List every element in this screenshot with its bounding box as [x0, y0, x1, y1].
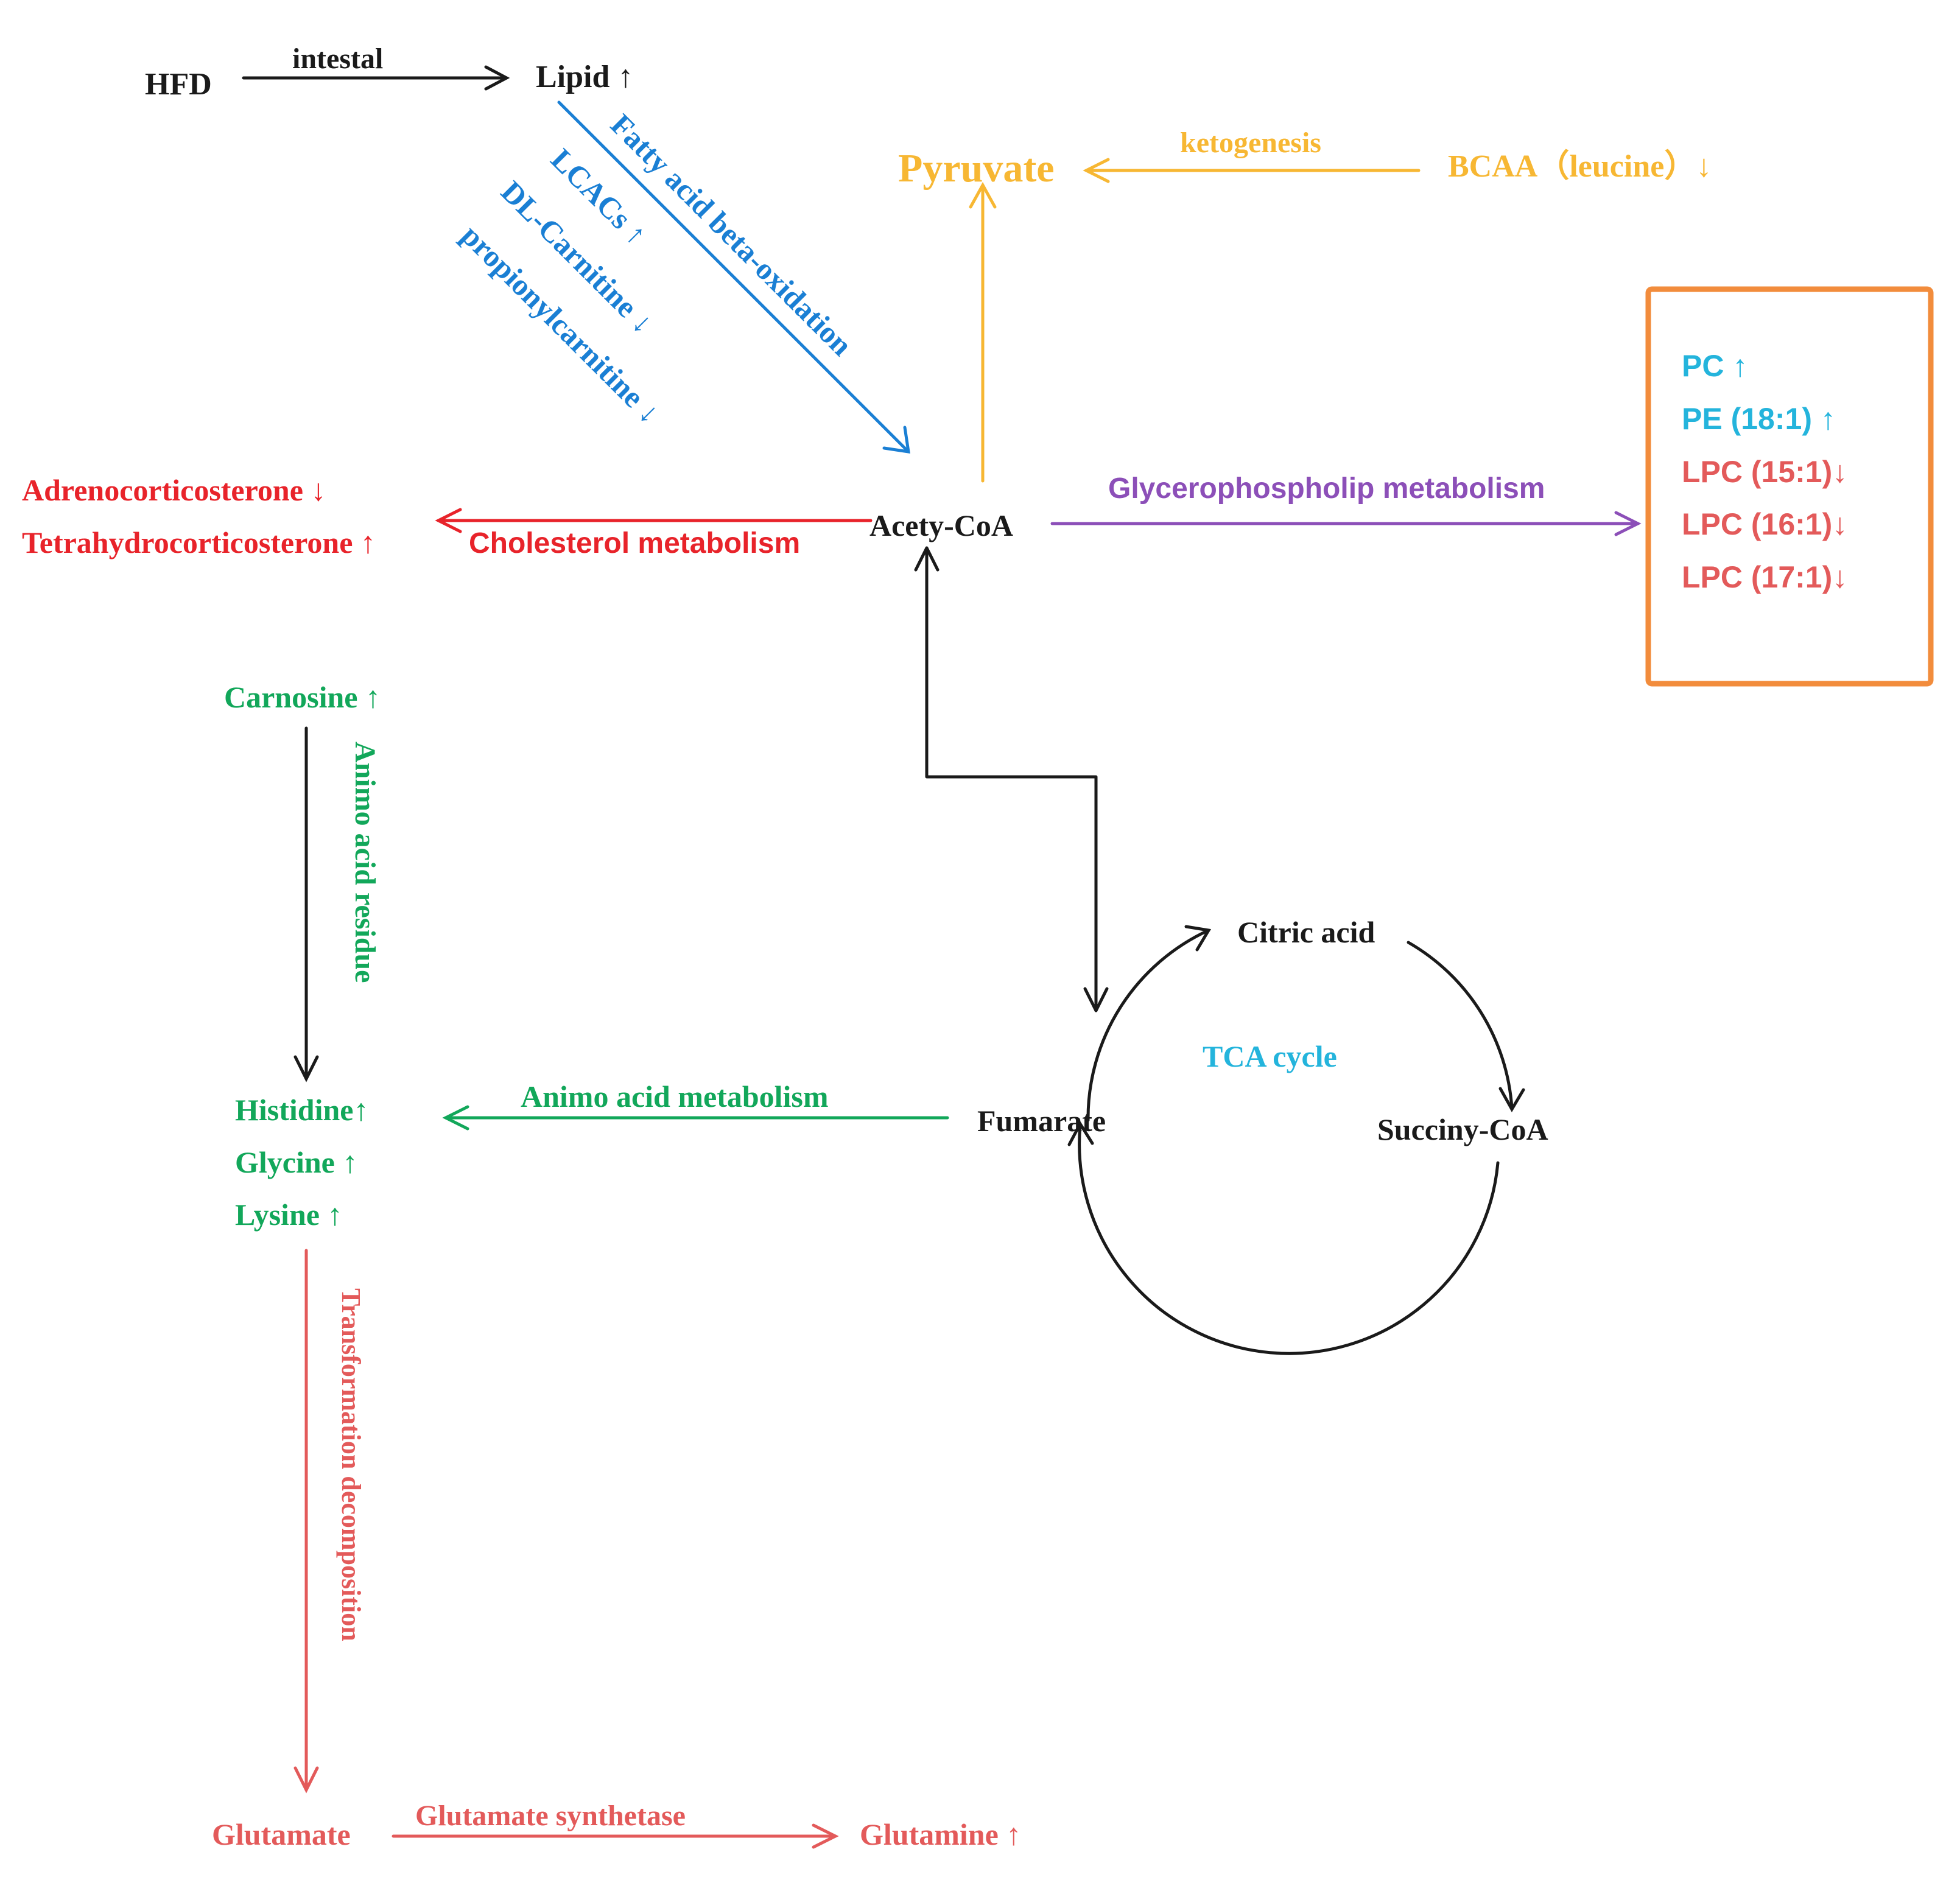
box-item-lpc-17: LPC (17:1)↓ — [1682, 560, 1847, 594]
node-histidine: Histidine↑ — [235, 1093, 368, 1127]
edge-label-intestal: intestal — [292, 43, 383, 75]
node-glycine: Glycine ↑ — [235, 1145, 357, 1179]
edge-label-cholesterol: Cholesterol metabolism — [469, 527, 800, 559]
node-tetrahydrocorticosterone: Tetrahydrocorticosterone ↑ — [22, 525, 376, 559]
box-item-lpc-16: LPC (16:1)↓ — [1682, 507, 1847, 541]
node-bcaa: BCAA（leucine）↓ — [1448, 149, 1712, 184]
arrow-ketogenesis — [1083, 158, 1421, 183]
node-citric-acid: Citric acid — [1237, 915, 1375, 949]
node-lysine: Lysine ↑ — [235, 1198, 342, 1232]
box-item-pc: PC ↑ — [1682, 349, 1747, 383]
arrow-amino-acid-metabolism — [442, 1105, 949, 1131]
lipid-metabolite-box — [1645, 286, 1934, 687]
node-succinyl-coa: Succiny-CoA — [1377, 1112, 1548, 1146]
node-glutamine: Glutamine ↑ — [860, 1817, 1021, 1851]
node-carnosine: Carnosine ↑ — [224, 680, 381, 714]
arrow-beta-oxidation — [557, 100, 910, 454]
node-tca-cycle: TCA cycle — [1203, 1039, 1337, 1073]
node-adrenocorticosterone: Adrenocorticosterone ↓ — [22, 473, 326, 507]
edge-label-animo-acid-residue: Animo acid residue — [349, 742, 381, 983]
node-pyruvate: Pyruvate — [898, 146, 1055, 191]
edge-label-transformation: Transformation decomposition — [336, 1288, 366, 1641]
arrow-cholesterol — [435, 508, 873, 533]
node-fumarate: Fumarate — [977, 1104, 1106, 1138]
box-item-lpc-15: LPC (15:1)↓ — [1682, 455, 1847, 489]
node-glutamate: Glutamate — [212, 1817, 351, 1851]
arrow-transformation — [293, 1249, 319, 1794]
edge-label-glutamate-synthetase: Glutamate synthetase — [415, 1800, 686, 1832]
arrow-acetylcoa-to-pyruvate — [969, 181, 997, 483]
edge-label-animo-acid-metabolism: Animo acid metabolism — [521, 1079, 829, 1114]
arrow-hfd-to-lipid — [242, 65, 510, 91]
arrow-glutamate-synthetase — [392, 1823, 839, 1849]
node-lipid: Lipid ↑ — [536, 60, 633, 94]
arrow-acetylcoa-fumarate — [914, 546, 1109, 1012]
node-acetyl-coa: Acety-CoA — [869, 508, 1013, 542]
edge-label-glycerophospholip: Glycerophospholip metabolism — [1108, 472, 1545, 505]
tca-cycle-arcs — [1067, 925, 1525, 1355]
edge-label-dl-carnitine: DL-Carnitine ↓ — [494, 174, 660, 340]
edge-label-ketogenesis: ketogenesis — [1180, 127, 1321, 159]
arrow-carnosine-to-histidine — [293, 726, 319, 1082]
box-item-pe: PE (18:1) ↑ — [1682, 402, 1836, 436]
arrow-glycerophospholip — [1050, 511, 1642, 536]
node-hfd: HFD — [145, 67, 212, 102]
